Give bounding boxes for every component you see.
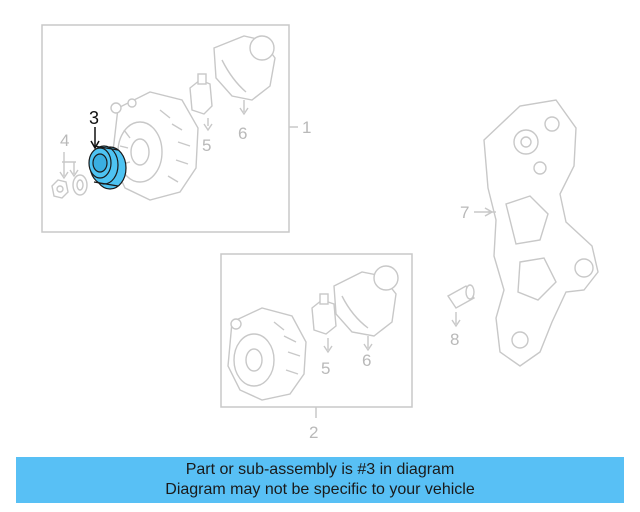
callout-3: 3 (89, 108, 99, 128)
alternator-drawing-lower (227, 307, 307, 401)
sleeve-drawing (446, 284, 476, 328)
regulator-drawing-upper (189, 73, 213, 132)
callout-2: 2 (309, 423, 318, 442)
mounting-bracket-drawing (483, 99, 599, 367)
callout-1: 1 (302, 118, 311, 137)
alternator-drawing-upper (110, 91, 199, 201)
assembly-box-1 (41, 24, 290, 233)
rear-cover-drawing-lower (333, 265, 399, 352)
info-banner: Part or sub-assembly is #3 in diagram Di… (16, 457, 624, 503)
leader-arrow-7 (484, 207, 494, 217)
rear-cover-drawing-upper (213, 35, 276, 116)
callout-5-lower: 5 (321, 359, 330, 378)
callout-4: 4 (60, 131, 69, 150)
callout-8: 8 (450, 330, 459, 349)
leader-arrow-3 (90, 140, 100, 150)
regulator-drawing-lower (311, 293, 337, 354)
nut-washer-drawing (51, 152, 88, 199)
callout-6-lower: 6 (362, 351, 371, 370)
pulley-drawing-highlighted (88, 145, 127, 190)
banner-line-1: Part or sub-assembly is #3 in diagram (185, 461, 455, 478)
callout-6-upper: 6 (238, 124, 247, 143)
banner-line-2: Diagram may not be specific to your vehi… (165, 481, 475, 498)
callout-7: 7 (460, 203, 469, 222)
callout-5-upper: 5 (202, 136, 211, 155)
parts-diagram: 1 5 6 4 (41, 24, 599, 442)
